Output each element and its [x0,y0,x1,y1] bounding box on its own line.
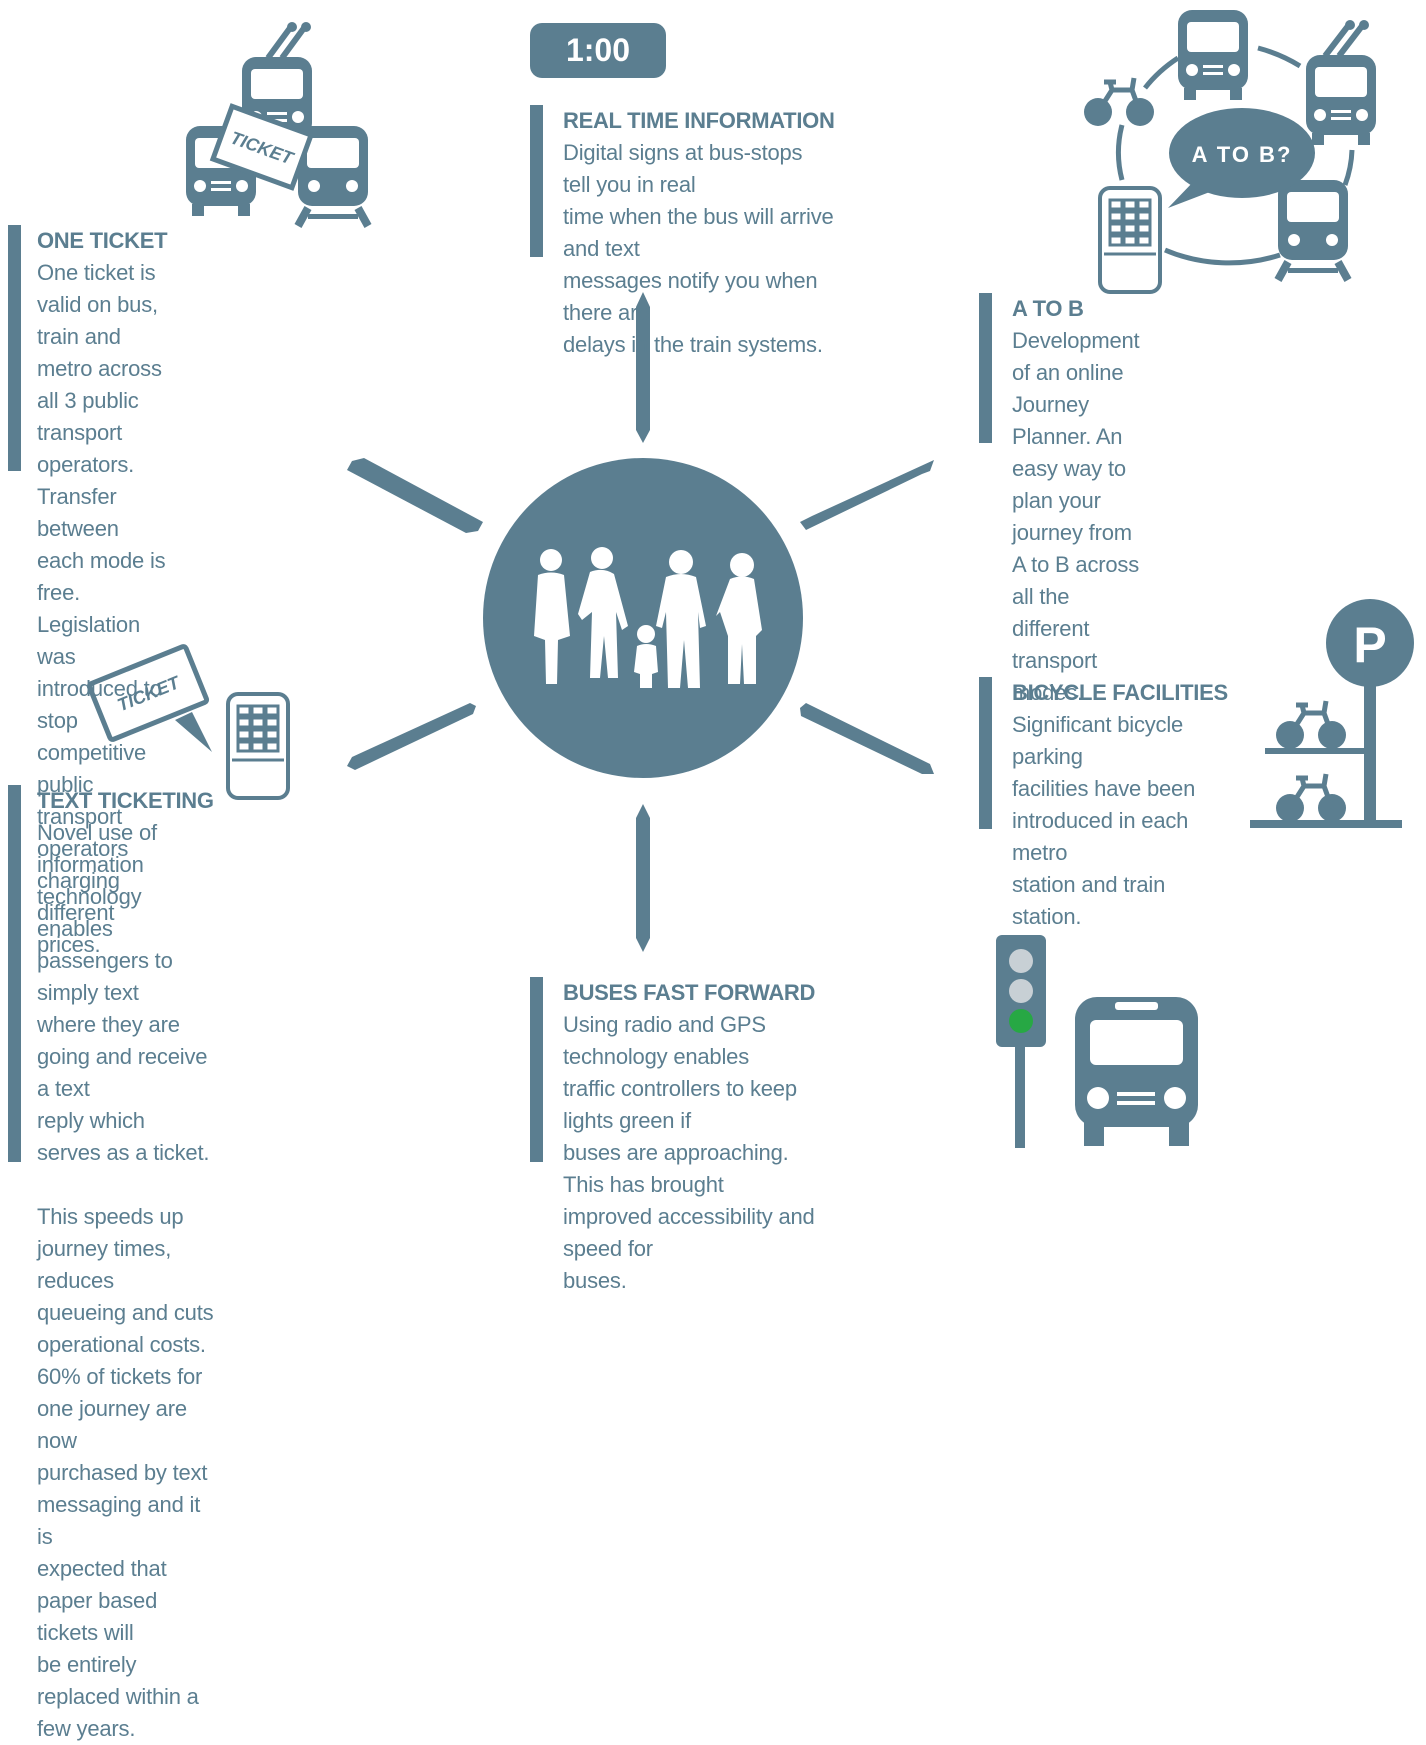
ticket-icon: TICKET [86,644,210,742]
section-bar [530,977,543,1162]
section-title: BUSES FAST FORWARD [563,980,816,1005]
section-title: TEXT TICKETING [37,788,214,813]
traffic-light-icon [996,935,1046,1148]
svg-text:A TO B?: A TO B? [1192,142,1293,167]
section-bar [979,677,992,829]
bus-icon [1178,10,1248,100]
bus-icon [1075,997,1198,1146]
svg-text:P: P [1353,617,1386,673]
section-bar [979,293,992,443]
bicycle-icon [1276,701,1346,749]
parking-sign-icon: P [1326,599,1414,823]
time-display: 1:00 [530,23,666,78]
connector-spokes [347,292,934,952]
ticket-icon: TICKET [209,103,315,191]
trolleybus-icon [1306,20,1376,145]
keypad-phone-icon [226,692,290,800]
section-body: Using radio and GPS technology enables t… [563,1012,815,1293]
section-title: REAL TIME INFORMATION [563,108,835,133]
section-bar [8,225,21,471]
tram-icon [1278,180,1348,280]
speech-bubble-icon: A TO B? [1168,108,1315,208]
speech-bubble-icon [175,712,212,752]
bicycle-icon [1084,78,1154,126]
section-body: Development of an online Journey Planner… [1012,328,1140,705]
diagram-artwork: TICKET A TO B? TICKET P [86,10,1414,1148]
section-title: A TO B [1012,296,1084,321]
section-body: Digital signs at bus-stops tell you in r… [563,140,834,357]
section-title: BICYCLE FACILITIES [1012,680,1228,705]
section-bar [530,105,543,257]
section-bar [8,785,21,1162]
section-body: Significant bicycle parking facilities h… [1012,712,1196,929]
keypad-phone-icon [1098,186,1162,294]
section-title: ONE TICKET [37,228,168,253]
section-body: One ticket is valid on bus, train and me… [37,260,166,957]
section-body: Novel use of information technology enab… [37,820,214,1741]
bicycle-icon [1276,774,1346,822]
family-icon [483,458,803,778]
trolleybus-icon [242,22,312,147]
